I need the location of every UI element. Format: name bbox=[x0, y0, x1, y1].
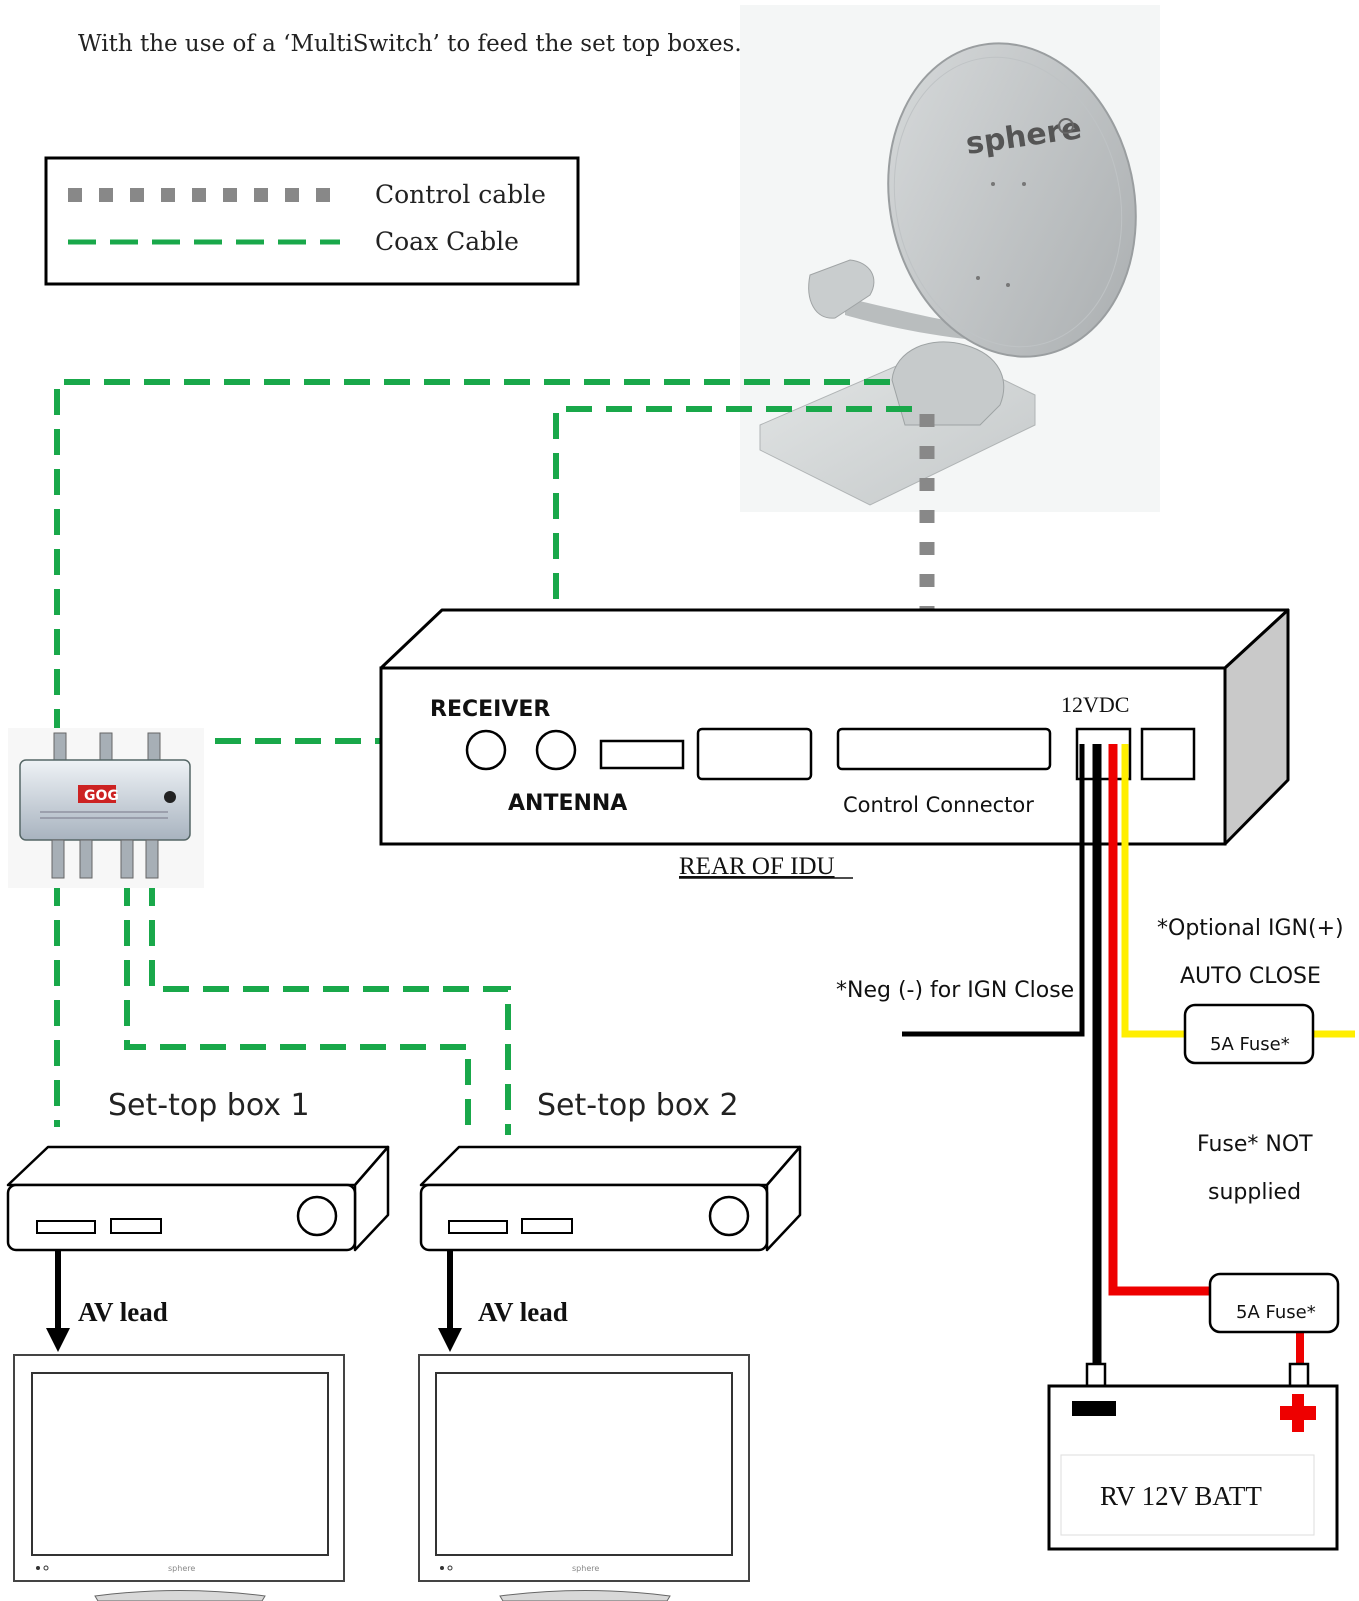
stb2-av-lead-label: AV lead bbox=[478, 1297, 568, 1327]
idu-caption: REAR OF IDU bbox=[679, 853, 835, 880]
fuse-note-line2: supplied bbox=[1208, 1180, 1301, 1205]
dish-reflector-inner bbox=[893, 56, 1123, 348]
tv1-indicator bbox=[43, 1565, 49, 1571]
multiswitch-port-bottom-2 bbox=[79, 839, 93, 879]
multiswitch-port-bottom-4 bbox=[145, 839, 159, 879]
tv1-brand-logo: sphere bbox=[168, 1564, 195, 1573]
idu-top-face bbox=[379, 608, 1290, 670]
tv2-stand bbox=[499, 1590, 671, 1601]
intro-text: With the use of a ‘MultiSwitch’ to feed … bbox=[78, 31, 742, 57]
tv2-brand-logo: sphere bbox=[572, 1564, 599, 1573]
fuse-bottom bbox=[1208, 1272, 1340, 1334]
power-wiring bbox=[902, 744, 1355, 1371]
dish-rivet bbox=[1022, 182, 1026, 186]
dish-rivet bbox=[1006, 283, 1010, 287]
stb2-top-face bbox=[419, 1145, 802, 1187]
neg-ign-label: *Neg (-) for IGN Close bbox=[836, 978, 1074, 1003]
neg-ign-wire bbox=[902, 744, 1085, 1037]
battery-pos-terminal bbox=[1288, 1362, 1310, 1390]
dish-rivet bbox=[976, 276, 980, 280]
tv1-indicator bbox=[36, 1566, 40, 1570]
power-port bbox=[1075, 727, 1132, 781]
power-label: 12VDC bbox=[1061, 692, 1129, 717]
coax-multiswitch-to-stb2-a bbox=[124, 880, 471, 1135]
battery-neg-terminal bbox=[1085, 1362, 1107, 1390]
stb2-slot-1 bbox=[448, 1220, 508, 1234]
coax-cables bbox=[54, 379, 912, 1135]
coax-multiswitch-to-stb2-b bbox=[149, 880, 511, 1135]
multiswitch-port-bottom-3 bbox=[120, 839, 134, 879]
idu: RECEIVER ANTENNA Control Connector 12VDC bbox=[379, 608, 1290, 846]
receiver-port bbox=[465, 729, 507, 771]
stb1-top-face bbox=[6, 1145, 390, 1187]
multiswitch-port-top-1 bbox=[53, 732, 67, 762]
legend: Control cable Coax Cable bbox=[44, 156, 580, 286]
stb2-slot-2 bbox=[521, 1218, 573, 1234]
legend-box bbox=[44, 156, 580, 286]
set-top-box-1-label: Set-top box 1 bbox=[108, 1088, 310, 1123]
idu-usb-port bbox=[599, 739, 685, 770]
stb2-power-button bbox=[708, 1195, 750, 1237]
multiswitch-port-top-2 bbox=[99, 732, 113, 762]
set-top-box-2: Set-top box 2 AV lead bbox=[419, 1088, 802, 1352]
battery: RV 12V BATT bbox=[1047, 1362, 1339, 1551]
positive-wire bbox=[1108, 744, 1212, 1296]
dish-lnb bbox=[808, 259, 875, 319]
tv-1: sphere bbox=[13, 1354, 345, 1601]
multiswitch-brand-badge bbox=[78, 785, 116, 803]
receiver-label: RECEIVER bbox=[430, 697, 550, 722]
control-connector-label: Control Connector bbox=[843, 793, 1034, 817]
set-top-box-1: Set-top box 1 AV lead bbox=[6, 1088, 390, 1352]
multiswitch: GOG bbox=[8, 728, 204, 888]
fuse-note-line1: Fuse* NOT bbox=[1197, 1132, 1313, 1157]
fuse-bottom-label: 5A Fuse* bbox=[1236, 1302, 1316, 1323]
antenna-port bbox=[535, 729, 577, 771]
stb1-av-lead-arrowhead bbox=[46, 1328, 70, 1352]
battery-minus-symbol bbox=[1072, 1401, 1116, 1416]
optional-ign-label: *Optional IGN(+) bbox=[1157, 916, 1344, 941]
tv2-screen bbox=[435, 1372, 733, 1556]
stb2-av-lead-arrowhead bbox=[438, 1328, 462, 1352]
coax-dish-to-multiswitch bbox=[54, 379, 890, 730]
set-top-box-2-label: Set-top box 2 bbox=[537, 1088, 739, 1123]
legend-coax-label: Coax Cable bbox=[375, 227, 519, 256]
multiswitch-port-bottom-1 bbox=[51, 839, 65, 879]
dish-arm bbox=[845, 298, 975, 340]
stb1-power-button bbox=[296, 1195, 338, 1237]
fuse-top-label: 5A Fuse* bbox=[1210, 1034, 1290, 1055]
battery-label-box bbox=[1060, 1454, 1315, 1536]
tv-2: sphere bbox=[418, 1354, 750, 1601]
auto-close-label: AUTO CLOSE bbox=[1180, 964, 1321, 989]
stb1-slot-2 bbox=[110, 1218, 162, 1234]
battery-plus-symbol bbox=[1280, 1394, 1316, 1432]
dish-reflector bbox=[887, 42, 1137, 358]
tv2-indicator bbox=[440, 1566, 444, 1570]
antenna-label: ANTENNA bbox=[508, 791, 627, 816]
legend-control-label: Control cable bbox=[375, 180, 546, 209]
idu-aux-port bbox=[1140, 727, 1196, 781]
multiswitch-logo-c bbox=[164, 791, 176, 803]
ign-wire bbox=[1121, 744, 1185, 1038]
dish-rivet bbox=[991, 182, 995, 186]
idu-connector-port bbox=[696, 727, 813, 781]
dish-base bbox=[891, 341, 1005, 426]
multiswitch-port-top-3 bbox=[147, 732, 161, 762]
control-connector-port bbox=[836, 727, 1052, 771]
battery-label: RV 12V BATT bbox=[1100, 1481, 1262, 1511]
fuse-top bbox=[1183, 1003, 1315, 1065]
satellite-dish: sphere bbox=[740, 5, 1160, 512]
stb1-av-lead-label: AV lead bbox=[78, 1297, 168, 1327]
tv1-screen bbox=[31, 1372, 329, 1556]
tv1-stand bbox=[94, 1590, 266, 1601]
multiswitch-brand-logo: GOG bbox=[84, 788, 119, 804]
tv2-indicator bbox=[447, 1565, 453, 1571]
stb1-slot-1 bbox=[36, 1220, 96, 1234]
